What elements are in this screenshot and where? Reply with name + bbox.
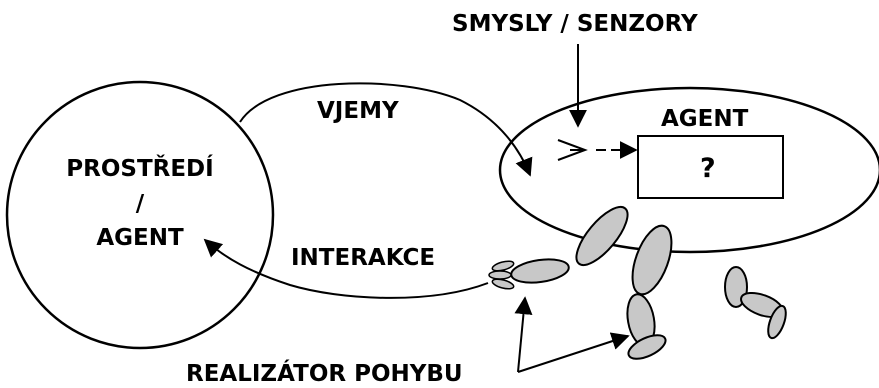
eye-sensor-icon <box>557 139 588 161</box>
hand-gripper <box>488 260 515 290</box>
environment-label-line2: / <box>135 191 145 217</box>
leg-back-foot <box>767 304 787 340</box>
arm-forearm-segment <box>510 258 570 284</box>
environment-label-line1: PROSTŘEDÍ <box>66 156 214 182</box>
leg-front-foot <box>627 334 667 360</box>
environment-label-line3: AGENT <box>96 225 184 251</box>
environment-circle <box>5 80 275 350</box>
senses-label: SMYSLY / SENZORY <box>452 11 698 37</box>
agent-ellipse <box>498 86 879 254</box>
actuator-arrow-to-hand <box>514 296 533 373</box>
percepts-arrow <box>239 82 533 177</box>
leg-front-thigh <box>631 224 673 296</box>
agent-label: AGENT <box>661 106 749 132</box>
percepts-label: VJEMY <box>317 98 399 124</box>
arm-upper-segment <box>575 205 629 267</box>
interaction-label: INTERAKCE <box>291 245 436 271</box>
interaction-arrow <box>203 238 489 299</box>
actuator-arrow-to-leg <box>517 332 630 373</box>
agent-program-box <box>637 135 784 199</box>
actuators-label: REALIZÁTOR POHYBU <box>186 361 463 387</box>
unknown-label: ? <box>700 153 716 184</box>
